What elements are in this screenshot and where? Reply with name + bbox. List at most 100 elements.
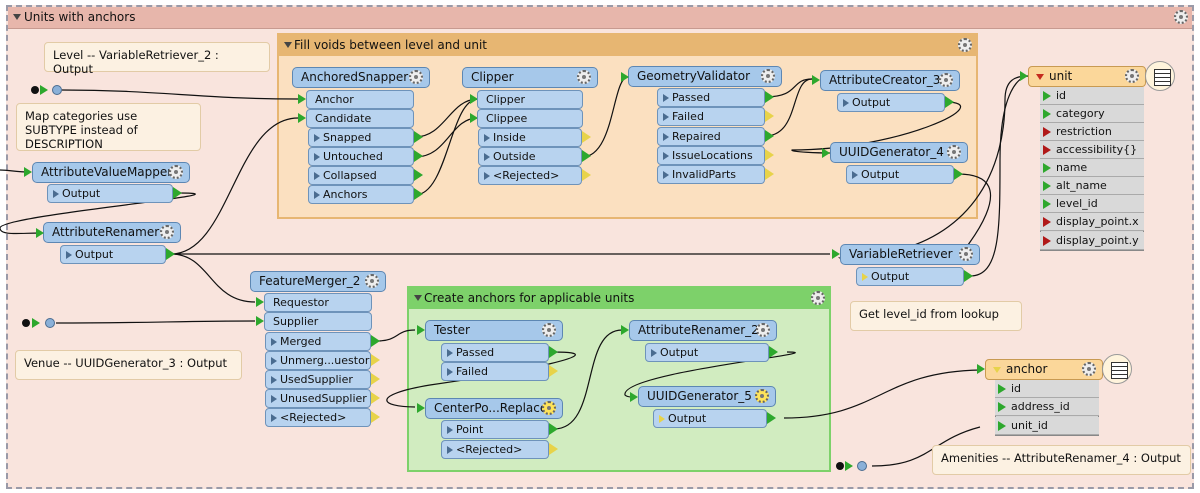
collapse-triangle-icon[interactable] [414,295,422,301]
output-port-unused-supplier[interactable]: UnusedSupplier [265,389,371,408]
output-port-rejected[interactable]: <Rejected> [478,166,582,185]
output-port-arrow[interactable] [414,188,423,200]
output-port-output[interactable]: Output [846,165,954,184]
gear-icon[interactable] [811,291,825,305]
output-port-arrow[interactable] [371,411,380,423]
output-port-arrow[interactable] [166,248,175,260]
connector-dot[interactable] [836,462,844,470]
output-port-output[interactable]: Output [653,409,767,428]
writer-attribute[interactable]: id [1040,87,1144,105]
connector-dot[interactable] [31,86,39,94]
link-level-to-anchor[interactable] [61,89,299,100]
transformer-attribute-renamer[interactable]: AttributeRenamer [43,222,181,243]
group-header[interactable]: Fill voids between level and unit [279,35,976,56]
link-renamer2-to-uuid5[interactable] [624,351,796,398]
transformer-variable-retriever[interactable]: VariableRetriever [840,244,980,265]
link-renamer-to-requestor[interactable] [170,253,256,303]
input-port-clipper[interactable]: Clipper [477,90,583,109]
output-port-passed[interactable]: Passed [441,343,549,362]
transformer-attribute-value-mapper[interactable]: AttributeValueMapper [32,162,190,183]
output-port-arrow[interactable] [549,423,558,435]
gear-icon[interactable] [1125,69,1139,83]
gear-icon[interactable] [947,145,961,159]
output-port-issue-locations[interactable]: IssueLocations [657,146,765,165]
output-port-collapsed[interactable]: Collapsed [308,166,414,185]
writer-attribute[interactable]: display_point.y [1040,232,1144,250]
output-port-outside[interactable]: Outside [478,147,582,166]
collapse-triangle-icon[interactable] [284,42,292,48]
link-mapper-to-renamer[interactable] [0,192,196,235]
gear-icon[interactable] [959,247,973,261]
note-venue-connection[interactable]: Venue -- UUIDGenerator_3 : Output [15,350,242,380]
group-header[interactable]: Create anchors for applicable units [409,288,829,309]
input-port-requestor[interactable]: Requestor [264,293,372,312]
output-port-arrow[interactable] [767,412,776,424]
link-venue-to-supplier[interactable] [55,320,256,324]
note-amenities-connection[interactable]: Amenities -- AttributeRenamer_4 : Output [932,445,1191,475]
writer-attribute[interactable]: alt_name [1040,177,1144,195]
output-port-arrow[interactable] [765,168,774,180]
note-get-level-id[interactable]: Get level_id from lookup [850,301,1022,331]
link-snapped-to-clipper[interactable] [414,98,479,138]
link-anchors-to-clipper[interactable] [414,98,479,196]
output-port-arrow[interactable] [371,392,380,404]
output-port-output[interactable]: Output [856,267,964,286]
connector-junction[interactable] [857,461,867,471]
output-port-arrow[interactable] [371,373,380,385]
writer-attribute[interactable]: category [1040,105,1144,123]
gear-icon[interactable] [169,165,183,179]
writer-attribute[interactable]: display_point.x [1040,213,1144,231]
output-port-arrow[interactable] [945,96,954,108]
input-port-clippee[interactable]: Clippee [477,109,583,128]
link-outside-to-validator[interactable] [581,76,629,158]
input-port-supplier[interactable]: Supplier [264,312,372,331]
transformer-attribute-renamer-2[interactable]: AttributeRenamer_2 [629,320,777,341]
output-port-arrow[interactable] [765,91,774,103]
output-port-arrow[interactable] [549,365,558,377]
writer-attribute[interactable]: address_id [995,398,1099,416]
output-port-arrow[interactable] [765,149,774,161]
output-port-passed[interactable]: Passed [657,88,765,107]
output-port-inside[interactable]: Inside [478,128,582,147]
output-port-output[interactable]: Output [60,245,166,264]
note-level-connection[interactable]: Level -- VariableRetriever_2 : Output [44,42,270,76]
output-port-point[interactable]: Point [441,420,549,439]
link-retriever-to-unit[interactable] [969,75,1029,277]
gear-icon[interactable] [1082,362,1096,376]
connector-junction[interactable] [45,318,55,328]
output-port-untouched[interactable]: Untouched [308,147,414,166]
transformer-geometry-validator[interactable]: GeometryValidator [628,66,782,87]
output-port-repaired[interactable]: Repaired [657,127,765,146]
gear-icon[interactable] [365,274,379,288]
output-port-arrow[interactable] [954,168,963,180]
transformer-feature-merger-2[interactable]: FeatureMerger_2 [250,271,386,292]
output-port-output[interactable]: Output [645,343,769,362]
output-port-merged[interactable]: Merged [265,332,371,351]
input-port-anchor[interactable]: Anchor [306,90,414,109]
connector-dot[interactable] [22,319,30,327]
link-untouched-to-clippee[interactable] [414,117,479,158]
output-port-arrow[interactable] [371,335,380,347]
link-renamer-to-candidate[interactable] [170,117,299,255]
output-port-arrow[interactable] [769,346,778,358]
gear-icon[interactable] [409,70,423,84]
gear-icon[interactable] [958,38,972,52]
writer-table-icon[interactable] [1145,61,1175,91]
output-port-invalid-parts[interactable]: InvalidParts [657,165,765,184]
output-port-failed[interactable]: Failed [657,107,765,126]
collapse-triangle-icon[interactable] [1036,74,1044,80]
output-port-arrow[interactable] [582,169,591,181]
link-repaired-to-creator[interactable] [764,78,813,137]
gear-icon[interactable] [755,389,769,403]
gear-icon[interactable] [542,323,556,337]
output-port-arrow[interactable] [173,187,182,199]
writer-attribute[interactable]: name [1040,159,1144,177]
output-port-unmerged-requestor[interactable]: Unmerg...uestor [265,351,371,370]
output-port-output[interactable]: Output [47,184,173,203]
link-merged-to-tester[interactable] [375,329,416,342]
gear-icon[interactable] [761,69,775,83]
bookmark-header[interactable]: Units with anchors [8,7,1192,29]
transformer-anchored-snapper[interactable]: AnchoredSnapper [292,67,430,88]
writer-table-icon[interactable] [1102,354,1132,384]
writer-feature-type-unit[interactable]: unit [1028,66,1146,87]
